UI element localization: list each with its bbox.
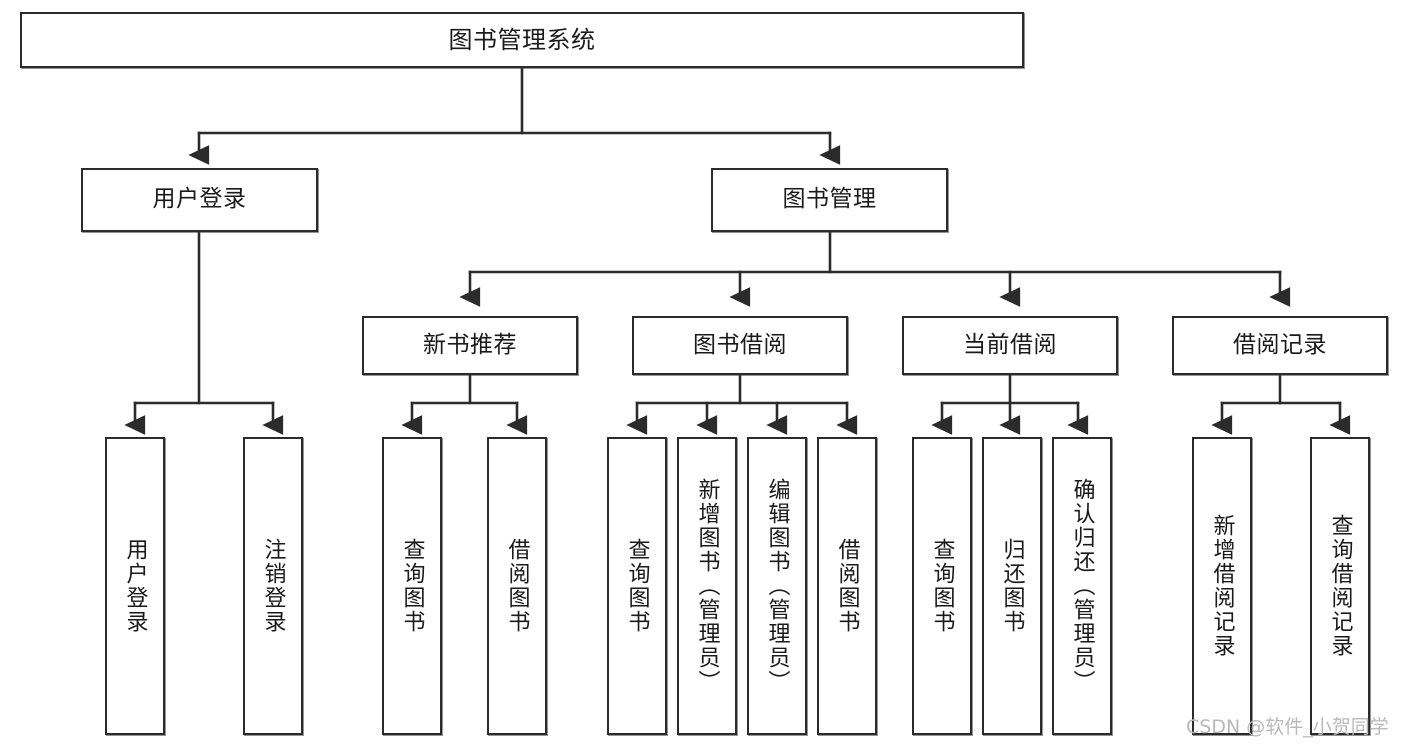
leaf-confirm-return-admin[interactable]: 确认归还（管理员） [1052, 437, 1112, 735]
leaf-edit-book-admin[interactable]: 编辑图书（管理员） [747, 437, 807, 735]
leaf-borrow-book[interactable]: 借阅图书 [817, 437, 877, 735]
node-label: 新书推荐 [423, 331, 517, 358]
leaf-user-login[interactable]: 用户登录 [105, 437, 165, 735]
node-book-management[interactable]: 图书管理 [711, 168, 948, 232]
node-label: 借阅图书 [504, 538, 530, 634]
node-label: 用户登录 [122, 538, 148, 634]
node-new-book-recommend[interactable]: 新书推荐 [362, 316, 578, 375]
node-label: 归还图书 [999, 538, 1025, 634]
node-label: 新增借阅记录 [1209, 514, 1235, 658]
node-label: 借阅记录 [1233, 331, 1327, 358]
leaf-add-book-admin[interactable]: 新增图书（管理员） [677, 437, 737, 735]
leaf-query-book-recommend[interactable]: 查询图书 [382, 437, 442, 735]
node-label: 查询图书 [624, 538, 650, 634]
node-current-borrow[interactable]: 当前借阅 [902, 316, 1118, 375]
leaf-logout[interactable]: 注销登录 [243, 437, 303, 735]
node-label: 查询图书 [399, 538, 425, 634]
leaf-query-book-current[interactable]: 查询图书 [912, 437, 972, 735]
node-label: 注销登录 [260, 538, 286, 634]
node-user-login[interactable]: 用户登录 [81, 168, 318, 232]
csdn-watermark: CSDN @软件_小贺同学 [1186, 716, 1389, 738]
node-label: 图书借阅 [693, 331, 787, 358]
leaf-query-book-borrow[interactable]: 查询图书 [607, 437, 667, 735]
leaf-query-borrow-record[interactable]: 查询借阅记录 [1310, 437, 1370, 735]
node-label: 确认归还（管理员） [1069, 478, 1095, 694]
leaf-borrow-book-recommend[interactable]: 借阅图书 [487, 437, 547, 735]
node-label: 新增图书（管理员） [694, 478, 720, 694]
leaf-add-borrow-record[interactable]: 新增借阅记录 [1192, 437, 1252, 735]
node-root-book-management-system[interactable]: 图书管理系统 [20, 12, 1024, 68]
node-label: 图书管理系统 [448, 25, 596, 54]
node-label: 图书管理 [782, 186, 877, 213]
node-label: 查询借阅记录 [1327, 514, 1353, 658]
node-label: 当前借阅 [963, 331, 1057, 358]
node-label: 编辑图书（管理员） [764, 478, 790, 694]
leaf-return-book[interactable]: 归还图书 [982, 437, 1042, 735]
node-label: 借阅图书 [834, 538, 860, 634]
node-borrow-record[interactable]: 借阅记录 [1172, 316, 1388, 375]
node-label: 查询图书 [929, 538, 955, 634]
node-label: 用户登录 [152, 186, 247, 213]
node-book-borrow[interactable]: 图书借阅 [632, 316, 848, 375]
